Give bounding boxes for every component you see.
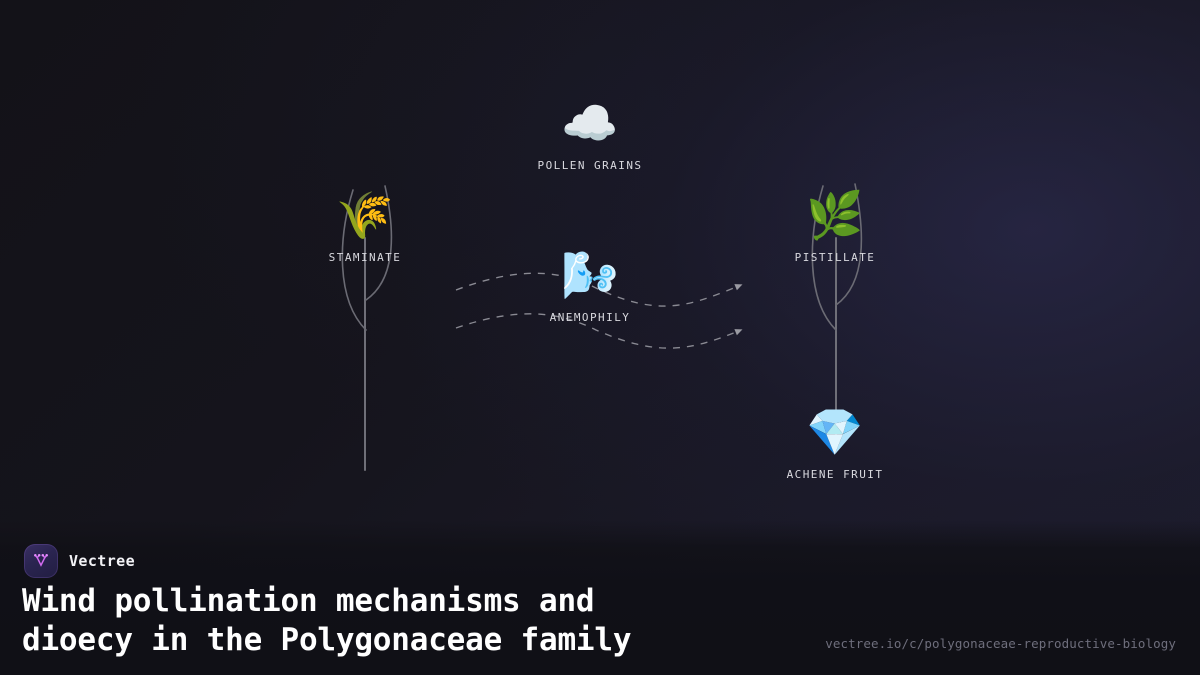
node-label-achene-fruit: ACHENE FRUIT [786,468,884,481]
herb-icon: 🌿 [806,188,864,242]
node-achene-fruit[interactable]: 💎 ACHENE FRUIT [740,409,930,481]
diagram-canvas[interactable]: ☁️ POLLEN GRAINS 🌾 STAMINATE 🌿 PISTILLAT… [0,0,1200,520]
gem-stone-icon: 💎 [806,405,864,459]
node-label-staminate: STAMINATE [328,251,402,264]
brand[interactable]: Vectree [24,544,135,578]
node-anemophily[interactable]: 🌬️ ANEMOPHILY [495,252,685,324]
node-pollen-grains[interactable]: ☁️ POLLEN GRAINS [495,100,685,172]
node-label-pollen-grains: POLLEN GRAINS [537,159,643,172]
node-pistillate[interactable]: 🌿 PISTILLATE [740,192,930,264]
source-url: vectree.io/c/polygonaceae-reproductive-b… [825,636,1176,651]
node-staminate[interactable]: 🌾 STAMINATE [270,192,460,264]
brand-name: Vectree [69,552,136,570]
wind-face-icon: 🌬️ [561,248,619,302]
sheaf-of-rice-icon: 🌾 [336,188,394,242]
vectree-branch-logo-icon [24,544,58,578]
cloud-icon: ☁️ [561,96,619,150]
node-label-pistillate: PISTILLATE [794,251,876,264]
footer-bar: Vectree Wind pollination mechanisms and … [0,520,1200,675]
page-title: Wind pollination mechanisms and dioecy i… [22,583,632,659]
node-label-anemophily: ANEMOPHILY [549,311,631,324]
